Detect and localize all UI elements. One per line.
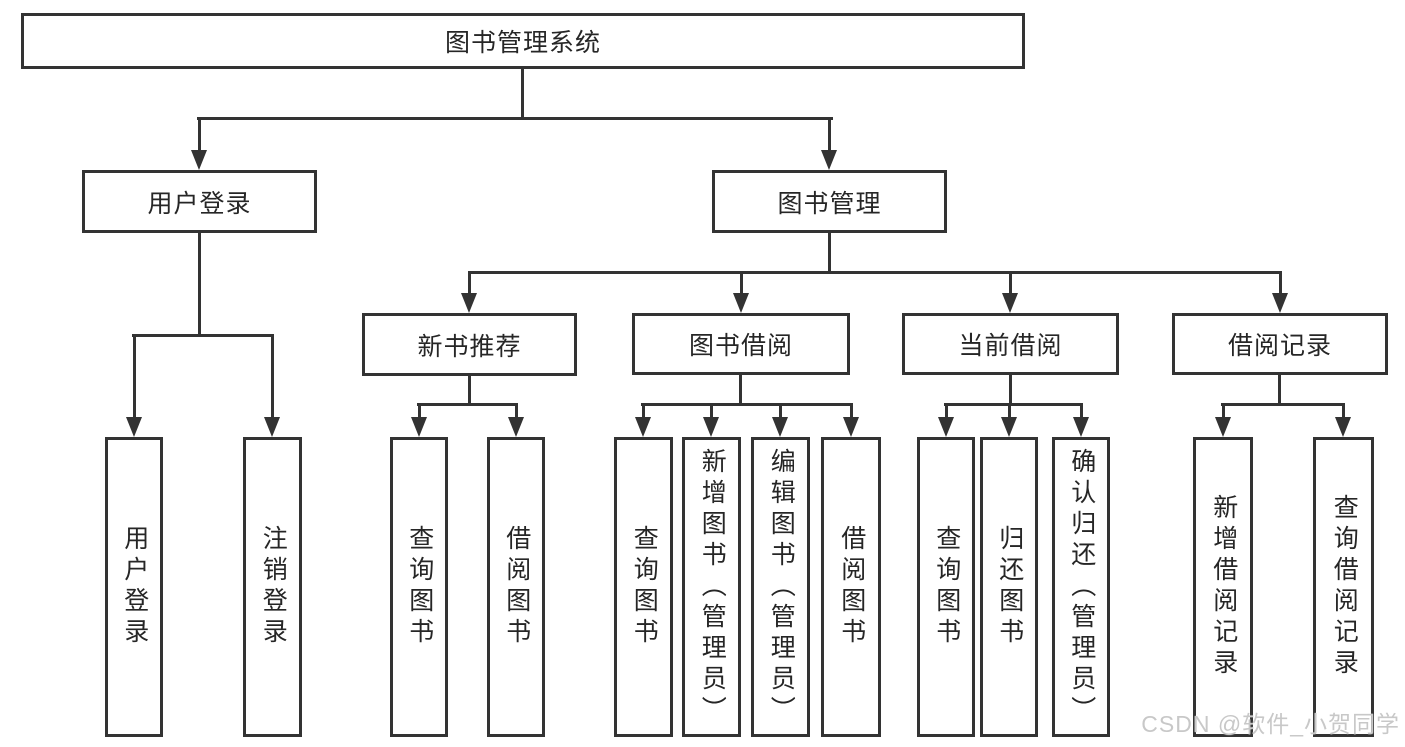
connector-line bbox=[779, 404, 782, 420]
node-new-book-recommend: 新书推荐 bbox=[362, 313, 577, 376]
arrowhead-icon bbox=[461, 293, 477, 313]
connector-line bbox=[198, 118, 201, 153]
arrowhead-icon bbox=[703, 417, 719, 437]
connector-line bbox=[1080, 404, 1083, 420]
arrowhead-icon bbox=[821, 150, 837, 170]
leaf-label: 借阅图书 bbox=[837, 525, 866, 649]
connector-line bbox=[468, 272, 471, 296]
arrowhead-icon bbox=[635, 417, 651, 437]
connector-line bbox=[1009, 375, 1012, 406]
leaf-borrow-books: 借阅图书 bbox=[821, 437, 881, 737]
leaf-label: 归还图书 bbox=[995, 525, 1024, 649]
connector-line bbox=[1278, 375, 1281, 406]
arrowhead-icon bbox=[1073, 417, 1089, 437]
leaf-label: 查询图书 bbox=[405, 525, 434, 649]
connector-line bbox=[739, 375, 742, 406]
connector-line bbox=[828, 118, 831, 153]
connector-line bbox=[945, 404, 948, 420]
arrowhead-icon bbox=[191, 150, 207, 170]
connector-line bbox=[521, 69, 524, 120]
connector-line bbox=[468, 376, 471, 406]
connector-line bbox=[133, 335, 136, 420]
leaf-label: 新增图书（管理员） bbox=[698, 447, 727, 727]
node-book-management: 图书管理 bbox=[712, 170, 947, 233]
leaf-query-books-borrowing: 查询图书 bbox=[614, 437, 673, 737]
connector-line bbox=[132, 334, 274, 337]
connector-line bbox=[850, 404, 853, 420]
arrowhead-icon bbox=[1001, 417, 1017, 437]
arrowhead-icon bbox=[772, 417, 788, 437]
arrowhead-icon bbox=[938, 417, 954, 437]
leaf-confirm-return-admin: 确认归还（管理员） bbox=[1052, 437, 1110, 737]
node-book-borrowing: 图书借阅 bbox=[632, 313, 850, 375]
connector-line bbox=[828, 233, 831, 274]
connector-line bbox=[740, 272, 743, 296]
leaf-borrow-books-recommend: 借阅图书 bbox=[487, 437, 545, 737]
leaf-label: 编辑图书（管理员） bbox=[767, 447, 796, 727]
connector-line bbox=[271, 335, 274, 420]
connector-line bbox=[1221, 403, 1345, 406]
leaf-add-borrow-record: 新增借阅记录 bbox=[1193, 437, 1253, 737]
arrowhead-icon bbox=[1335, 417, 1351, 437]
node-user-login: 用户登录 bbox=[82, 170, 317, 233]
connector-line bbox=[642, 404, 645, 420]
connector-line bbox=[944, 403, 1083, 406]
connector-line bbox=[197, 117, 833, 120]
connector-line bbox=[468, 271, 1282, 274]
node-library-management-system: 图书管理系统 bbox=[21, 13, 1025, 69]
leaf-query-books-recommend: 查询图书 bbox=[390, 437, 448, 737]
arrowhead-icon bbox=[1002, 293, 1018, 313]
arrowhead-icon bbox=[126, 417, 142, 437]
leaf-label: 新增借阅记录 bbox=[1209, 494, 1238, 680]
connector-line bbox=[1009, 272, 1012, 296]
connector-line bbox=[417, 403, 518, 406]
node-borrowing-records: 借阅记录 bbox=[1172, 313, 1388, 375]
leaf-edit-books-admin: 编辑图书（管理员） bbox=[751, 437, 810, 737]
leaf-user-login: 用户登录 bbox=[105, 437, 163, 737]
connector-line bbox=[1222, 404, 1225, 420]
watermark: CSDN @软件_小贺同学 bbox=[1141, 711, 1400, 737]
arrowhead-icon bbox=[733, 293, 749, 313]
connector-line bbox=[710, 404, 713, 420]
leaf-label: 查询借阅记录 bbox=[1330, 494, 1359, 680]
leaf-label: 查询图书 bbox=[630, 525, 659, 649]
node-current-borrowing: 当前借阅 bbox=[902, 313, 1119, 375]
leaf-add-books-admin: 新增图书（管理员） bbox=[682, 437, 741, 737]
arrowhead-icon bbox=[843, 417, 859, 437]
leaf-label: 查询图书 bbox=[932, 525, 961, 649]
connector-line bbox=[1279, 272, 1282, 296]
connector-line bbox=[515, 404, 518, 420]
leaf-label: 借阅图书 bbox=[502, 525, 531, 649]
arrowhead-icon bbox=[264, 417, 280, 437]
connector-line bbox=[418, 404, 421, 420]
connector-line bbox=[198, 233, 201, 337]
leaf-query-borrow-record: 查询借阅记录 bbox=[1313, 437, 1374, 737]
leaf-label: 用户登录 bbox=[120, 525, 149, 649]
connector-line bbox=[641, 403, 853, 406]
connector-line bbox=[1008, 404, 1011, 420]
arrowhead-icon bbox=[508, 417, 524, 437]
arrowhead-icon bbox=[411, 417, 427, 437]
leaf-logout: 注销登录 bbox=[243, 437, 302, 737]
connector-line bbox=[1342, 404, 1345, 420]
leaf-return-books: 归还图书 bbox=[980, 437, 1038, 737]
arrowhead-icon bbox=[1215, 417, 1231, 437]
arrowhead-icon bbox=[1272, 293, 1288, 313]
leaf-label: 注销登录 bbox=[259, 525, 288, 649]
leaf-query-books-current: 查询图书 bbox=[917, 437, 975, 737]
leaf-label: 确认归还（管理员） bbox=[1067, 447, 1096, 727]
